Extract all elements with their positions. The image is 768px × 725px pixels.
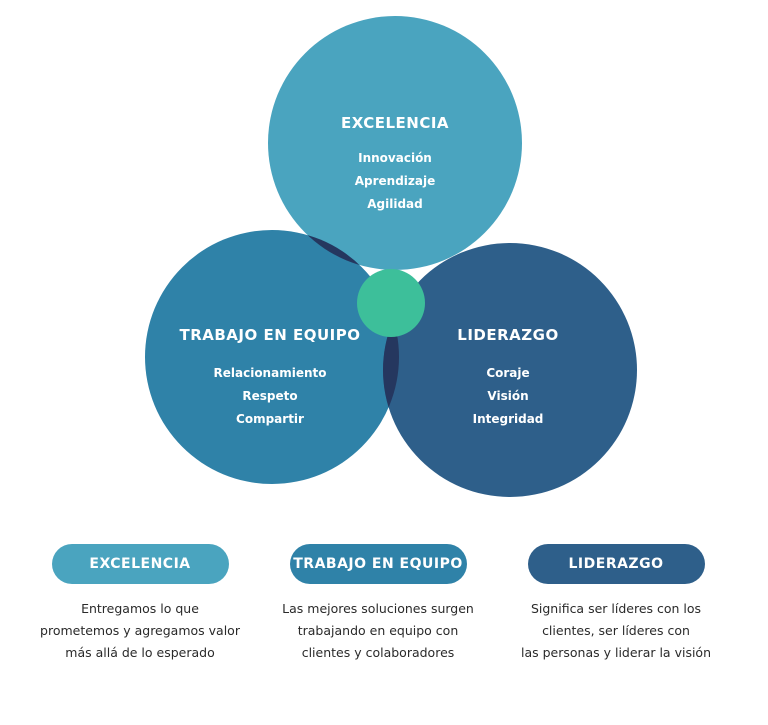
circle-liderazgo [383, 243, 637, 497]
card-description-line: Entregamos lo que [81, 601, 199, 616]
circle-trabajo-title: TRABAJO EN EQUIPO [179, 326, 360, 344]
card-description-line: clientes, ser líderes con [542, 623, 690, 638]
values-venn-diagram: EXCELENCIA Innovación Aprendizaje Agilid… [145, 16, 637, 497]
circle-liderazgo-item: Integridad [473, 412, 544, 426]
card-description-line: trabajando en equipo con [297, 623, 459, 638]
circle-liderazgo-title: LIDERAZGO [457, 326, 558, 344]
card-excelencia-description: Entregamos lo que prometemos y agregamos… [24, 598, 256, 664]
card-description-line: más allá de lo esperado [65, 645, 215, 660]
card-trabajo-label: TRABAJO EN EQUIPO [289, 544, 467, 584]
circle-excelencia [268, 16, 522, 270]
card-liderazgo-description: Significa ser líderes con los clientes, … [500, 598, 732, 664]
card-excelencia-label: EXCELENCIA [51, 544, 229, 584]
circle-trabajo-item: Relacionamiento [214, 366, 327, 380]
card-description-line: clientes y colaboradores [301, 645, 455, 660]
circle-liderazgo-item: Coraje [486, 366, 529, 380]
circle-trabajo-item: Compartir [236, 412, 304, 426]
card-liderazgo-label: LIDERAZGO [527, 544, 705, 584]
card-description-line: prometemos y agregamos valor [40, 623, 240, 638]
circle-trabajo-item: Respeto [242, 389, 297, 403]
circle-liderazgo-item: Visión [487, 389, 528, 403]
card-trabajo-en-equipo: TRABAJO EN EQUIPO Las mejores soluciones… [262, 544, 494, 664]
center-intersection [357, 269, 425, 337]
circle-trabajo-en-equipo [145, 230, 399, 484]
circle-excelencia-item: Agilidad [367, 197, 423, 211]
card-liderazgo: LIDERAZGO Significa ser líderes con los … [500, 544, 732, 664]
circle-excelencia-item: Innovación [358, 151, 432, 165]
card-excelencia: EXCELENCIA Entregamos lo que prometemos … [24, 544, 256, 664]
card-description-line: Significa ser líderes con los [530, 601, 702, 616]
circle-excelencia-item: Aprendizaje [355, 174, 436, 188]
card-description-line: las personas y liderar la visión [521, 645, 711, 660]
circle-excelencia-title: EXCELENCIA [341, 114, 449, 132]
card-description-line: Las mejores soluciones surgen [282, 601, 474, 616]
card-trabajo-description: Las mejores soluciones surgen trabajando… [262, 598, 494, 664]
